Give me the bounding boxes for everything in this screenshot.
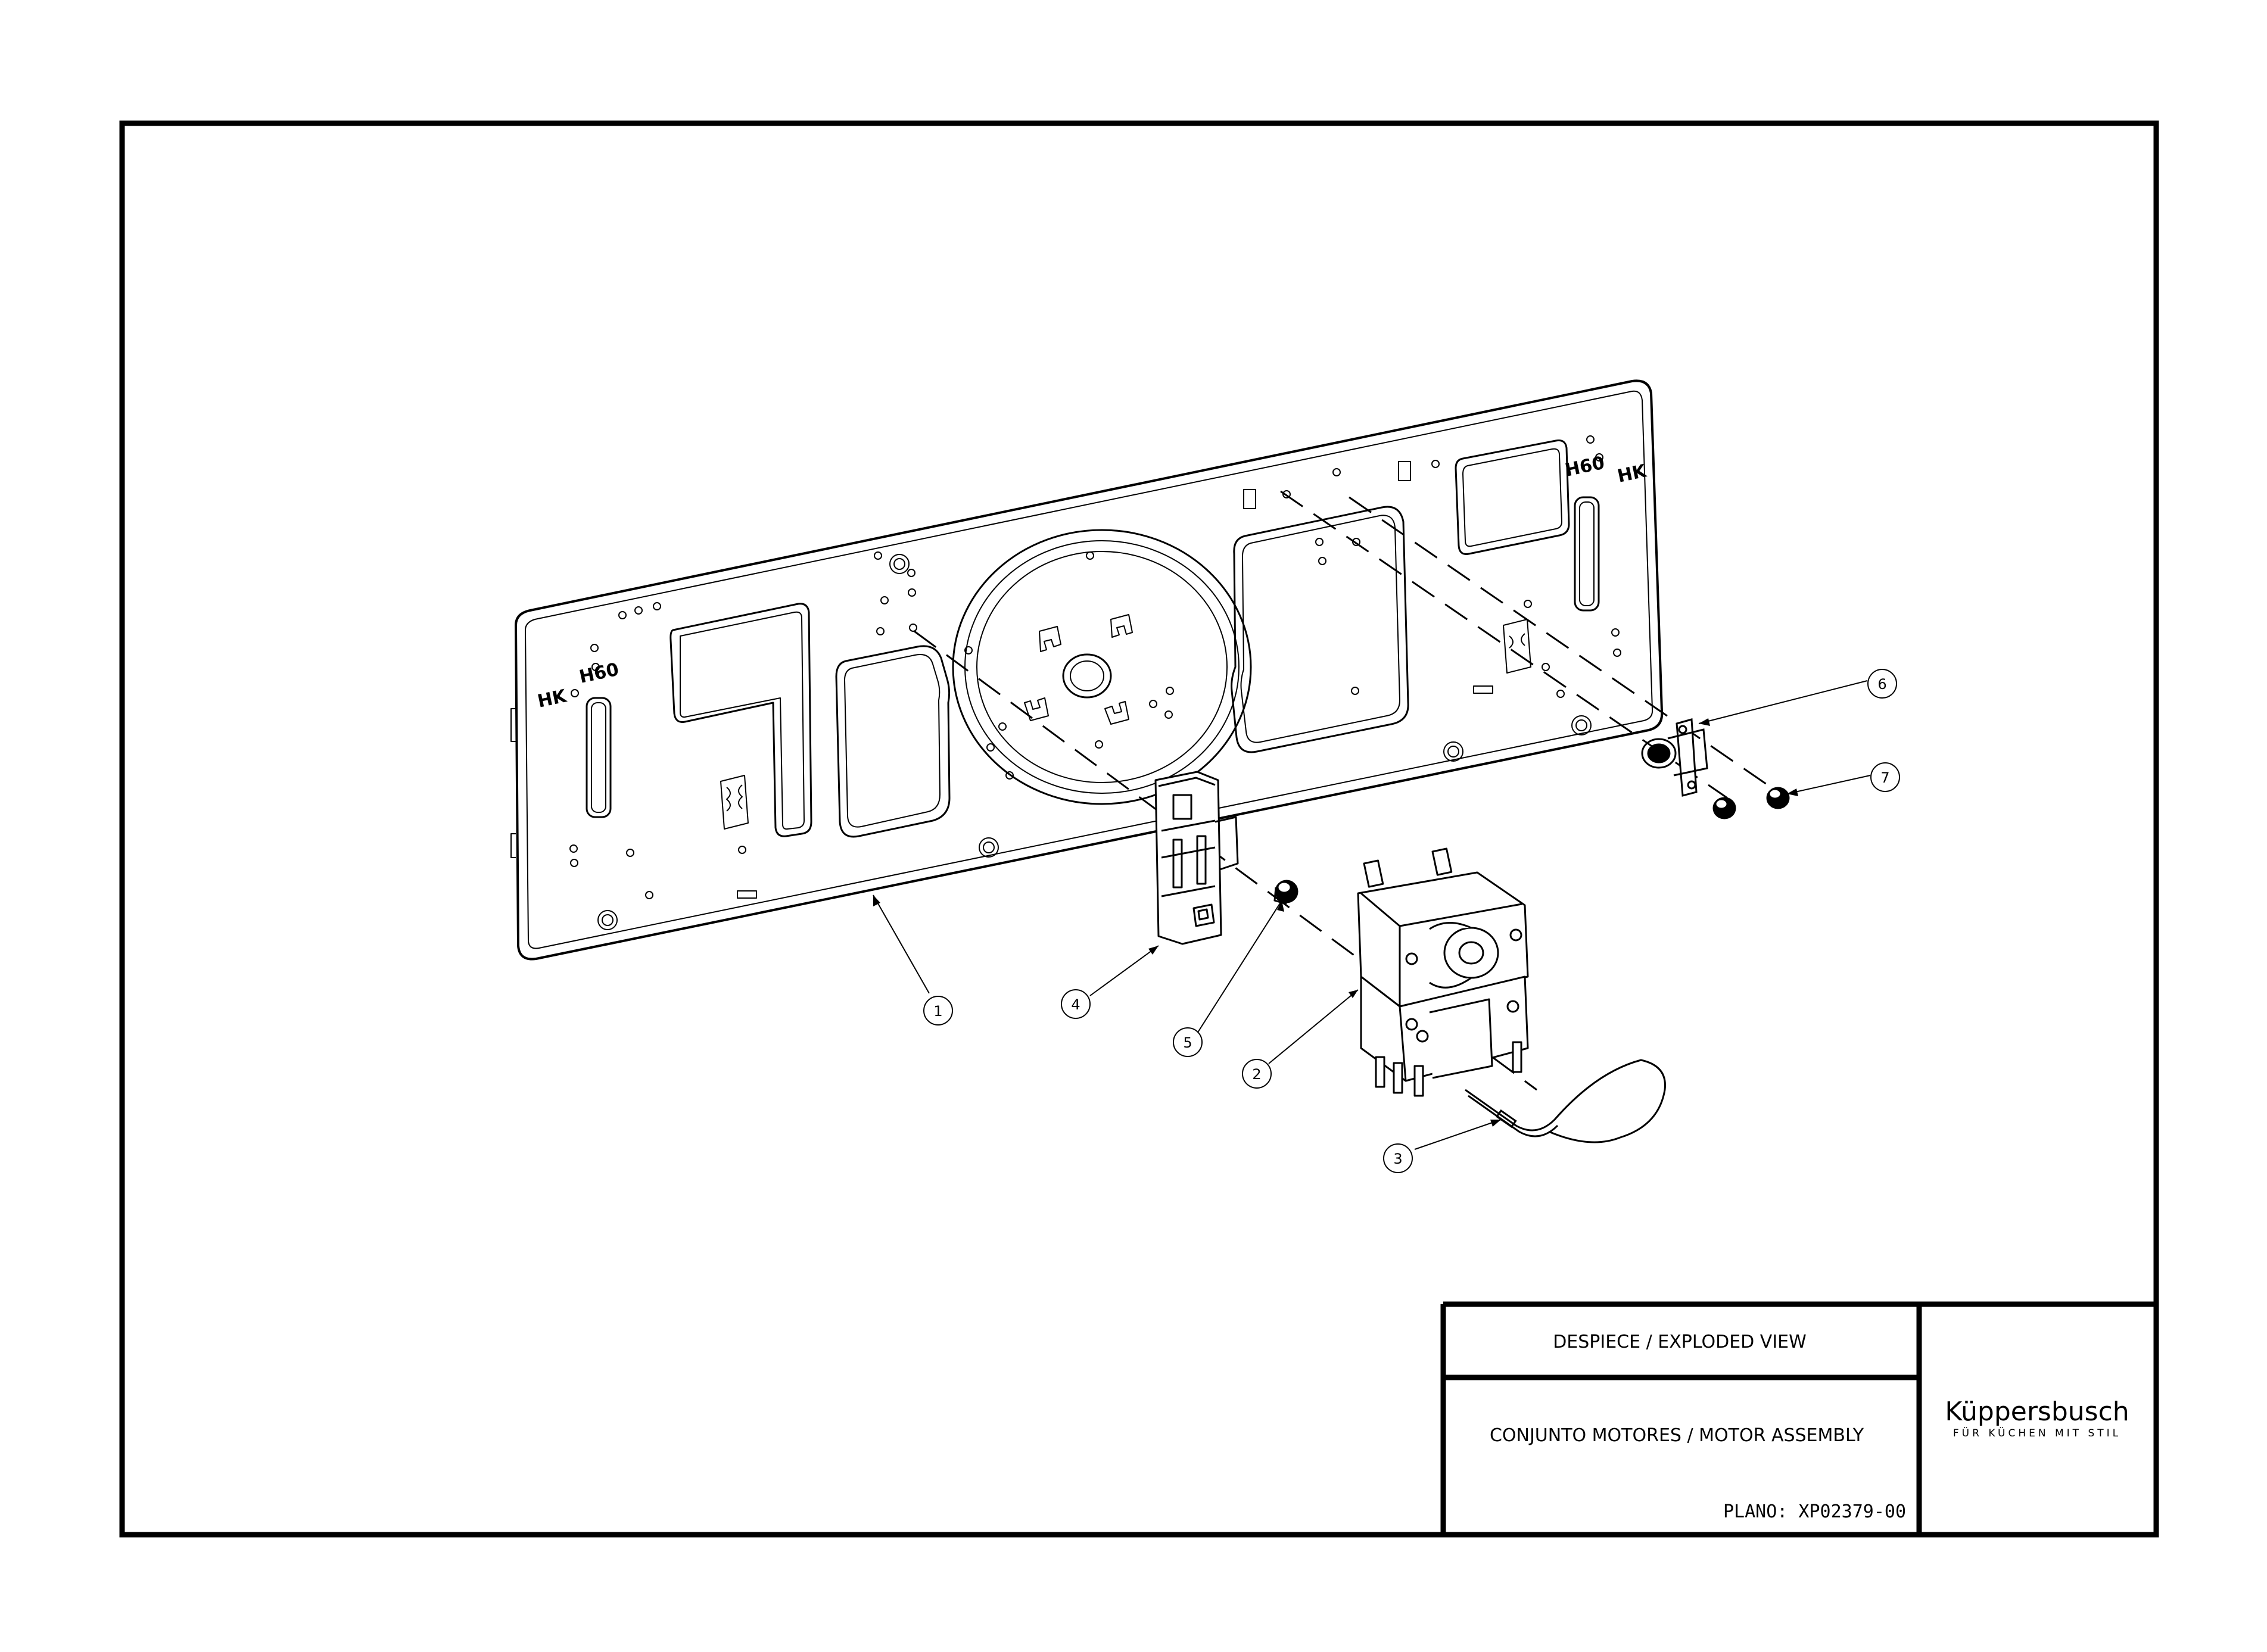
callout-1: 1 (923, 996, 953, 1026)
screw-7a (1712, 797, 1736, 819)
back-panel (510, 379, 1664, 961)
callout-6-label: 6 (1877, 676, 1886, 693)
sheet-border (119, 120, 2159, 1538)
callout-3: 3 (1383, 1143, 1413, 1173)
panel-marking-left-h60: H60 (577, 659, 621, 688)
brand-logo: Küppersbusch (1945, 1397, 2129, 1427)
screw-7b (1766, 787, 1790, 809)
panel-marking-left-hk: HK (535, 685, 569, 712)
brand-tagline: FÜR KÜCHEN MIT STIL (1953, 1426, 2121, 1439)
callout-2-label: 2 (1252, 1066, 1261, 1083)
callout-6: 6 (1867, 669, 1897, 699)
callout-4: 4 (1061, 989, 1091, 1019)
connection-cable (1465, 1059, 1666, 1143)
title-view: DESPIECE / EXPLODED VIEW (1553, 1332, 1807, 1352)
callout-7-label: 7 (1880, 769, 1889, 786)
fan-motor (1357, 847, 1529, 1097)
callout-5-label: 5 (1183, 1034, 1192, 1051)
title-block (1440, 1301, 2156, 1535)
motor-bracket (1154, 771, 1239, 945)
callout-1-label: 1 (933, 1003, 942, 1020)
callout-7: 7 (1870, 762, 1900, 792)
callout-leaders (873, 680, 1871, 1150)
callout-2: 2 (1242, 1059, 1272, 1089)
callout-5: 5 (1173, 1027, 1203, 1057)
callout-4-label: 4 (1071, 996, 1080, 1013)
panel-marking-right-h60: H60 (1563, 453, 1606, 481)
callout-3-label: 3 (1393, 1151, 1402, 1167)
panel-marking-right-hk: HK (1615, 460, 1649, 487)
callout-arrowheads (873, 718, 1798, 1127)
title-assembly: CONJUNTO MOTORES / MOTOR ASSEMBLY (1490, 1425, 1864, 1446)
thermostat-clip (1641, 718, 1708, 797)
screw-5 (1273, 880, 1298, 905)
plan-number: PLANO: XP02379-00 (1723, 1501, 1906, 1522)
